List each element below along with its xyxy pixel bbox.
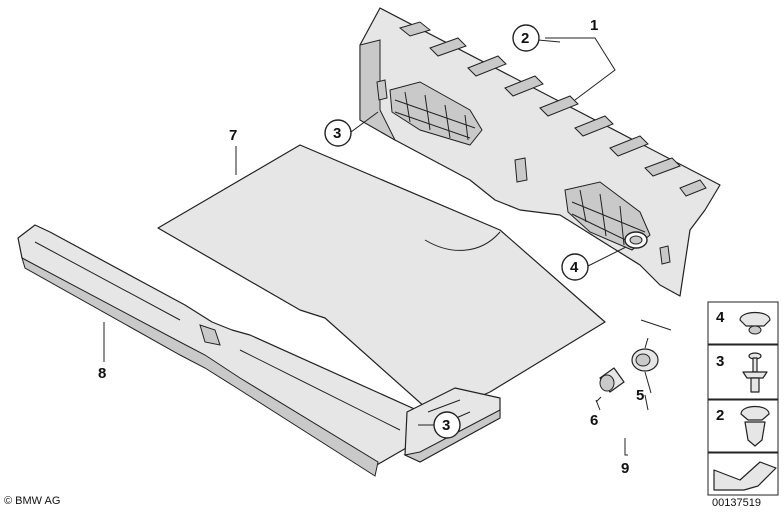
callout-6: 6 (590, 412, 598, 429)
callout-7: 7 (229, 127, 237, 144)
shelf-slots (398, 21, 707, 197)
left-speaker-grille (389, 81, 483, 146)
callout-4: 4 (570, 259, 579, 276)
callout-1: 1 (590, 17, 598, 34)
callouts: 1 2 3 4 5 6 7 8 3 9 (98, 17, 644, 477)
legend-label-3: 3 (716, 353, 724, 370)
callout-5: 5 (636, 387, 644, 404)
diagram-number: 00137519 (712, 497, 761, 509)
legend: 4 3 2 (707, 301, 779, 496)
legend-label-2: 2 (716, 407, 724, 424)
callout-circle-3b (433, 411, 461, 439)
direction-arrow-icon (713, 461, 777, 491)
callout-8: 8 (98, 365, 106, 382)
expanding-clip-icon (740, 405, 770, 447)
legend-label-4: 4 (716, 309, 725, 326)
leader-lines (103, 37, 672, 456)
callout-circle-2 (512, 24, 540, 52)
callout-9: 9 (621, 460, 629, 477)
luggage-mat-part (157, 144, 606, 417)
push-rivet-icon (742, 352, 768, 393)
grommet-icon (739, 311, 771, 327)
callout-3a: 3 (333, 125, 341, 142)
callout-circle-4 (561, 253, 589, 281)
callout-2: 2 (521, 30, 529, 47)
clip-part-5 (631, 348, 659, 372)
callout-circle-3a (324, 119, 352, 147)
callout-3b: 3 (442, 417, 450, 434)
copyright-text: © BMW AG (4, 495, 60, 507)
grommet-hole-inner (629, 235, 643, 245)
parcel-shelf-part (359, 7, 721, 297)
plug-part-6 (599, 367, 625, 393)
